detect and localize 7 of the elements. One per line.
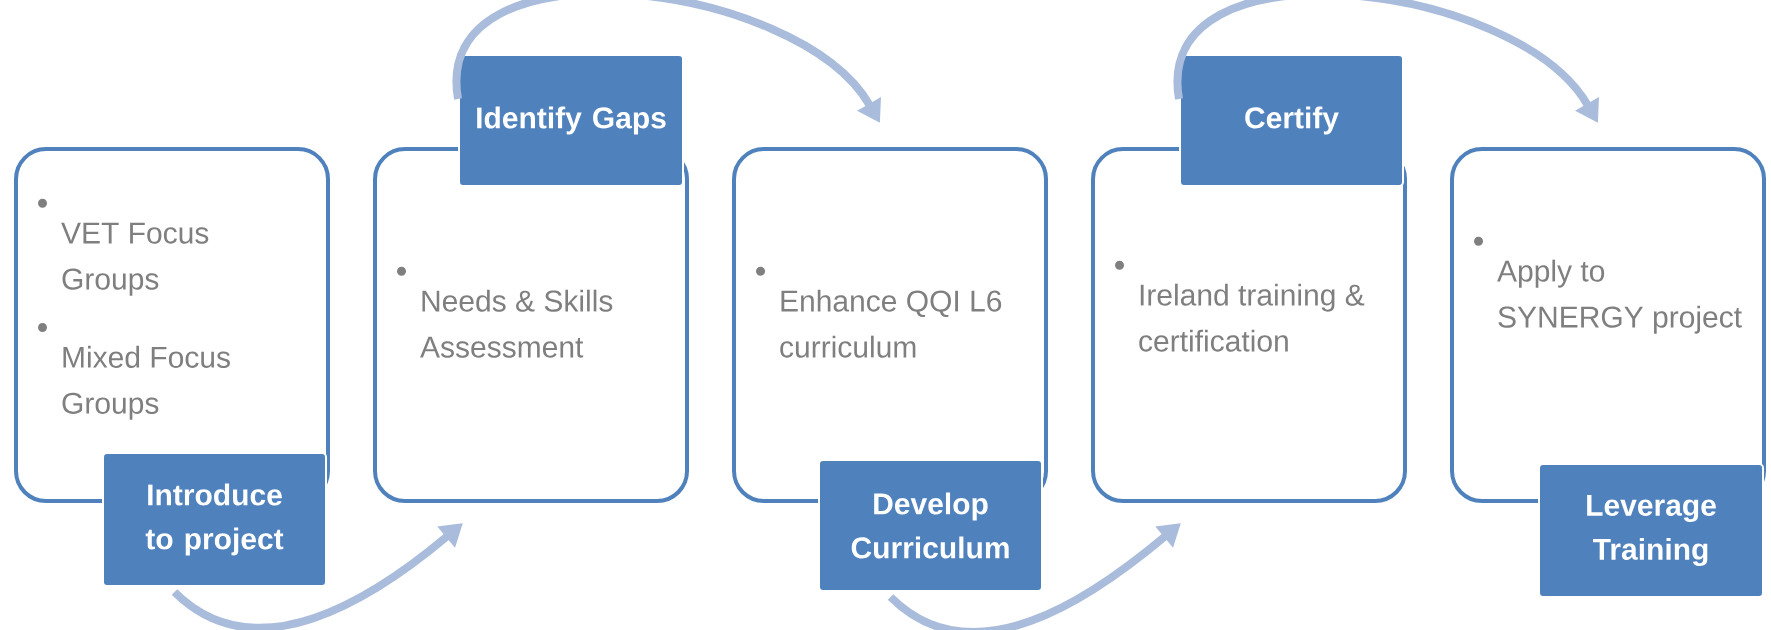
step-label: Certify xyxy=(1179,54,1404,187)
step-label: Introduce to project xyxy=(102,452,327,587)
step-label: Identify Gaps xyxy=(458,54,684,187)
step-label: Leverage Training xyxy=(1538,463,1764,598)
step-label: Develop Curriculum xyxy=(818,459,1043,592)
step-box: Ireland training & certification xyxy=(1091,147,1407,503)
step-box: Needs & Skills Assessment xyxy=(373,147,689,503)
